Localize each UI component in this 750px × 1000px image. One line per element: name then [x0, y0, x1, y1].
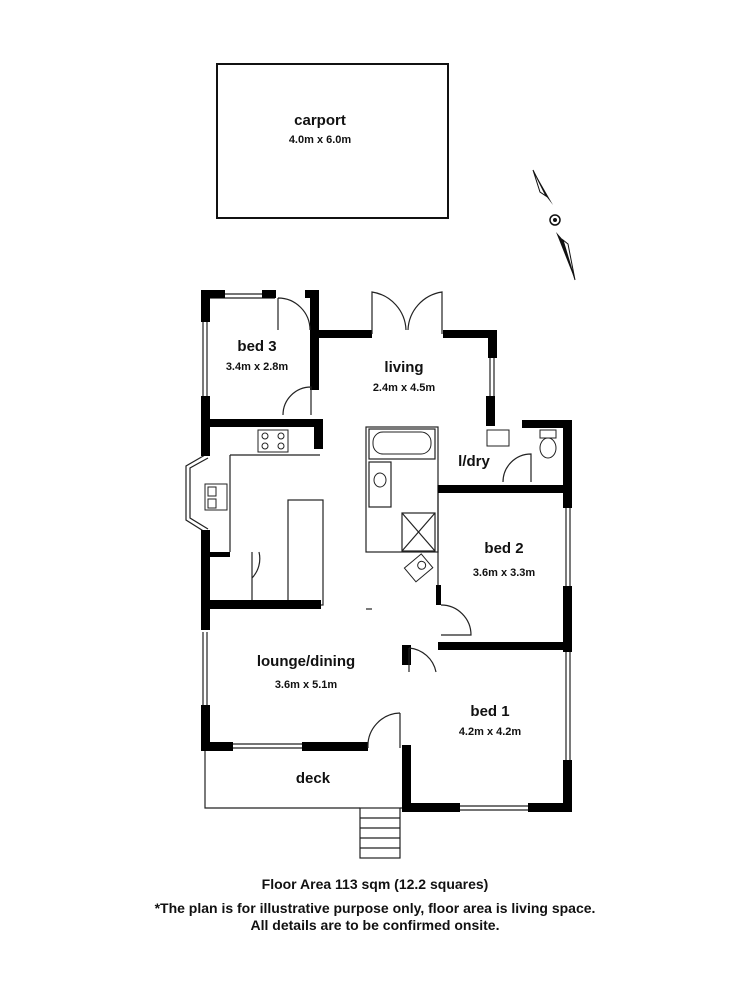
hall-cupboard-icon	[403, 553, 434, 583]
room-dims-carport: 4.0m x 6.0m	[289, 134, 352, 146]
basin-icon	[373, 472, 387, 488]
room-name-bed2: bed 2	[484, 540, 523, 557]
room-dims-bed3: 3.4m x 2.8m	[226, 361, 289, 373]
toilet-icon	[539, 429, 557, 459]
room-dims-bed2: 3.6m x 3.3m	[473, 567, 536, 579]
door-bed3	[277, 297, 311, 331]
door-living-left	[371, 291, 407, 334]
door-bed1	[408, 647, 437, 673]
room-name-living: living	[384, 359, 423, 376]
room-name-deck: deck	[296, 770, 331, 787]
carport-outline	[216, 63, 449, 219]
room-name-bed3: bed 3	[237, 338, 276, 355]
room-dims-living: 2.4m x 4.5m	[373, 382, 436, 394]
room-name-lounge: lounge/dining	[257, 653, 355, 670]
cooktop-icon	[257, 429, 289, 453]
laundry-tub-icon	[486, 429, 510, 447]
door-living-right	[407, 291, 443, 334]
room-name-ldry: l/dry	[458, 453, 490, 470]
thick-walls	[201, 290, 572, 812]
bath-icon	[372, 431, 432, 455]
door-bed2	[440, 604, 472, 636]
doors	[251, 291, 532, 749]
room-dims-lounge: 3.6m x 5.1m	[275, 679, 338, 691]
door-laundry	[502, 453, 532, 483]
north-arrow-icon	[532, 169, 576, 281]
room-name-carport: carport	[294, 112, 346, 129]
door-deck	[367, 712, 401, 749]
floor-area-text: Floor Area 113 sqm (12.2 squares)	[261, 876, 489, 892]
door-kitchen	[251, 551, 261, 579]
room-dims-bed1: 4.2m x 4.2m	[459, 726, 522, 738]
fixtures	[204, 429, 557, 583]
disclaimer-line-2: All details are to be confirmed onsite.	[250, 917, 500, 933]
kitchen-sink-icon	[204, 483, 228, 511]
door-bed3-living	[282, 386, 312, 416]
disclaimer-line-1: *The plan is for illustrative purpose on…	[154, 900, 596, 916]
room-name-bed1: bed 1	[470, 703, 509, 720]
